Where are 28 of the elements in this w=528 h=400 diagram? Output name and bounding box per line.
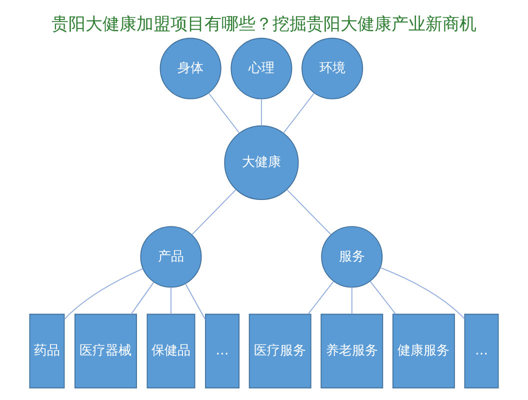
node-box: 医疗服务 xyxy=(248,314,312,388)
connector xyxy=(130,282,154,315)
node-box: … xyxy=(205,314,240,388)
diagram-title: 贵阳大健康加盟项目有哪些？挖掘贵阳大健康产业新商机 xyxy=(52,13,476,34)
node-box: 药品 xyxy=(29,314,65,388)
connector xyxy=(170,286,172,315)
node-circle: 服务 xyxy=(321,226,383,288)
node-box: 保健品 xyxy=(146,314,196,388)
node-box: … xyxy=(464,314,499,388)
connector xyxy=(370,280,396,315)
connector xyxy=(380,267,466,320)
connector xyxy=(260,98,262,126)
connector xyxy=(192,189,236,235)
node-circle: 产品 xyxy=(140,226,202,288)
connector xyxy=(286,189,332,235)
connector xyxy=(184,283,206,320)
node-circle: 身体 xyxy=(160,38,222,100)
node-box: 养老服务 xyxy=(320,314,384,388)
connector xyxy=(351,286,352,315)
node-circle: 大健康 xyxy=(224,125,299,200)
connector xyxy=(64,268,144,320)
connector xyxy=(308,280,334,315)
node-circle: 环境 xyxy=(302,38,364,100)
connector xyxy=(208,92,240,134)
node-box: 健康服务 xyxy=(392,314,455,388)
connector xyxy=(283,92,315,134)
node-box: 医疗器械 xyxy=(74,314,137,388)
node-circle: 心理 xyxy=(230,38,292,100)
